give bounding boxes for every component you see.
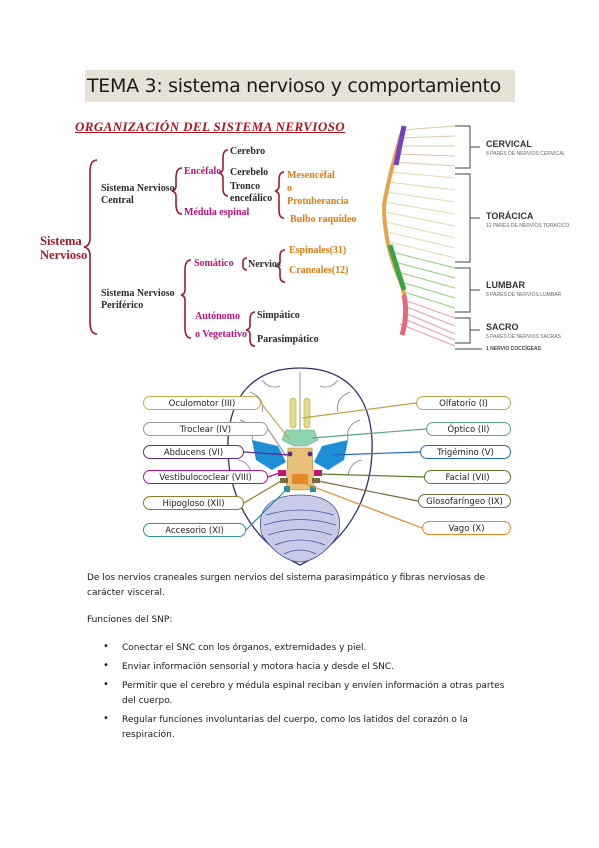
nerve-label-optico: Óptico (II) xyxy=(426,422,511,436)
functions-list: • Conectar el SNC con los órganos, extrem… xyxy=(103,641,513,747)
bullet-icon: • xyxy=(103,641,109,652)
function-text: Permitir que el cerebro y médula espinal… xyxy=(122,681,505,706)
spine-toracica-sub: 12 PARES DE NERVIOS TORACICO xyxy=(486,223,570,229)
espinales-label: Espinales(31) xyxy=(289,245,347,256)
nerve-label-facial: Facial (VII) xyxy=(424,470,511,484)
nerve-label-vago: Vago (X) xyxy=(422,521,511,535)
spine-cervical-label: CERVICAL xyxy=(486,139,532,149)
spine-cervical-sub: 8 PARES DE NERVIOS CERVICAL xyxy=(486,151,566,157)
spine-toracica-label: TORÁCICA xyxy=(486,211,534,221)
medula-label: Médula espinal xyxy=(184,207,250,218)
spine-coccigeas-label: 1 NERVIO COCCÍGEAS xyxy=(486,346,541,352)
spine-lumbar-sub: 5 PARES DE NERVIOS LUMBAR xyxy=(486,292,562,298)
cerebro-label: Cerebro xyxy=(230,146,266,157)
nerve-label-abducens: Abducens (VI) xyxy=(143,445,244,459)
bullet-icon: • xyxy=(103,713,109,724)
functions-title: Funciones del SNP: xyxy=(87,615,173,625)
cerebelo-label: Cerebelo xyxy=(230,167,269,178)
nerve-label-glosofaringeo: Glosofaríngeo (IX) xyxy=(418,494,511,508)
nerve-label-hipogloso: Hipogloso (XII) xyxy=(143,496,244,510)
o-label: o xyxy=(287,183,292,194)
tronco-label: Tronco encefálico xyxy=(230,181,273,204)
spine-sacro-label: SACRO xyxy=(486,322,519,332)
nerve-label-troclear: Troclear (IV) xyxy=(143,422,268,436)
list-item: • Enviar información sensorial y motora h… xyxy=(103,660,513,675)
list-item: • Conectar el SNC con los órganos, extrem… xyxy=(103,641,513,656)
spine-sacro-sub: 5 PARES DE NERVIOS SACRAS xyxy=(486,334,561,340)
craneales-label: Craneales(12) xyxy=(289,265,349,276)
title-bar: TEMA 3: sistema nervioso y comportamient… xyxy=(85,70,515,102)
intro-paragraph: De los nervios craneales surgen nervios … xyxy=(87,573,486,598)
function-text: Regular funciones involuntarias del cuer… xyxy=(122,715,468,740)
bulbo-label: Bulbo raquídeo xyxy=(290,214,357,225)
nerve-label-trigemino: Trigémino (V) xyxy=(420,445,511,459)
function-text: Enviar información sensorial y motora ha… xyxy=(122,662,395,672)
bullet-icon: • xyxy=(103,660,109,671)
simpatico-label: Simpático xyxy=(257,310,300,321)
root-label: Sistema Nervioso xyxy=(40,234,88,262)
function-text: Conectar el SNC con los órganos, extremi… xyxy=(122,643,367,653)
nerve-label-oculomotor: Oculomotor (III) xyxy=(143,396,261,410)
autonomo-label: Autónomo xyxy=(195,311,241,322)
central-label: Sistema Nervioso Central xyxy=(101,183,175,206)
mesencefalo-label: Mesencéfal xyxy=(287,170,335,181)
nerve-label-accesorio: Accesorio (XI) xyxy=(143,523,246,537)
nerve-label-olfatorio: Olfatorio (I) xyxy=(416,396,511,410)
nerve-label-vestibulococlear: Vestibulococlear (VIII) xyxy=(143,470,268,484)
nervios-label: Nervios xyxy=(248,259,281,270)
spine-lumbar-label: LUMBAR xyxy=(486,280,525,290)
parasimpatico-label: Parasimpático xyxy=(257,334,319,345)
list-item: • Regular funciones involuntarias del cue… xyxy=(103,713,513,743)
encefalo-label: Encéfalo xyxy=(184,166,222,177)
bullet-icon: • xyxy=(103,679,109,690)
protuberancia-label: Protuberancia xyxy=(287,196,349,207)
organization-heading: ORGANIZACIÓN DEL SISTEMA NERVIOSO xyxy=(75,119,346,134)
list-item: • Permitir que el cerebro y médula espina… xyxy=(103,679,513,709)
somatico-label: Somático xyxy=(194,258,234,269)
vegetativo-label: o Vegetativo xyxy=(195,329,247,340)
periferico-label: Sistema Nervioso Periférico xyxy=(101,288,175,311)
page-title: TEMA 3: sistema nervioso y comportamient… xyxy=(87,75,501,97)
